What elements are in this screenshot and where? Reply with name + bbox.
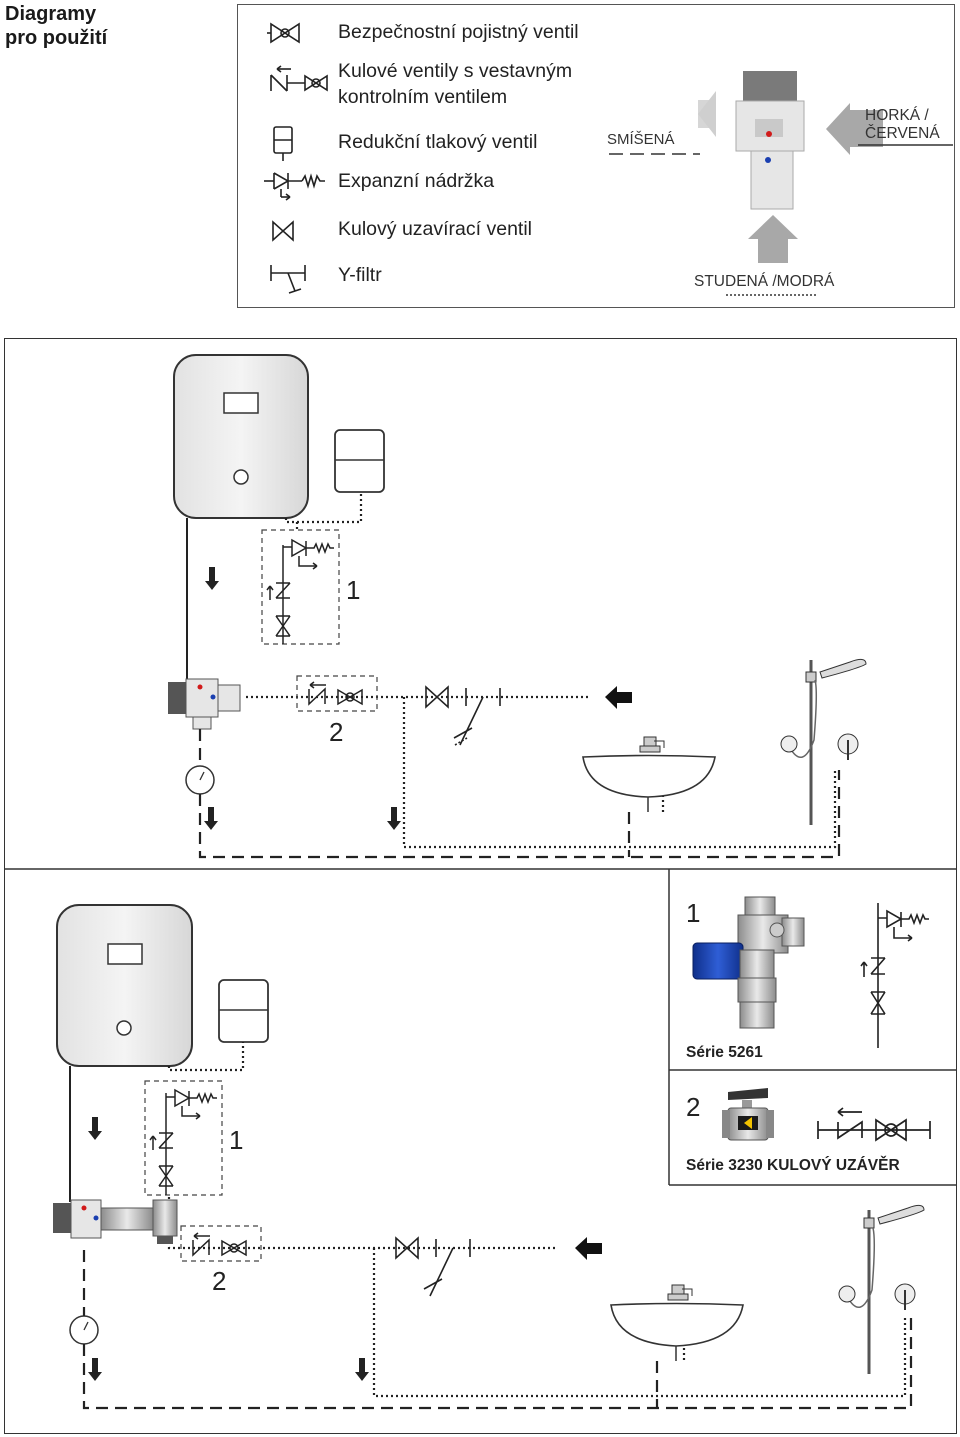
safety-valve-icon: [267, 22, 300, 44]
legend-item-ball-valve-check-2: kontrolním ventilem: [338, 86, 508, 108]
heater-display: [223, 392, 259, 414]
mixing-valve-small: [168, 678, 241, 730]
expansion-tank-icon: [264, 172, 325, 201]
diagram-2: 1 2: [53, 904, 925, 1410]
legend-item-pressure-reducer: Redukční tlakový ventil: [338, 131, 538, 153]
legend-symbols: [264, 22, 953, 296]
diagram2-label-2: 2: [212, 1266, 226, 1296]
legend-item-y-filter: Y-filtr: [338, 264, 382, 286]
diagram1-label-1: 1: [346, 575, 360, 605]
shower-1: [780, 658, 867, 825]
water-heater: [173, 354, 309, 519]
cold-dot: [765, 157, 771, 163]
pressure-gauge-1: [185, 765, 215, 795]
legend-item-ball-valve-check: Kulové ventily s vestavným: [338, 60, 573, 82]
diagram-frame: [4, 338, 957, 1434]
legend-item-shutoff-valve: Kulový uzavírací ventil: [338, 218, 533, 240]
diagram-1: 1 2: [168, 354, 867, 859]
ball-valve-check-icon: [270, 65, 328, 92]
sink-2: [610, 1284, 744, 1361]
detail1-number: 1: [686, 898, 700, 928]
pressure-reducer-icon: [273, 126, 293, 161]
detail2-serie: Série 3230 KULOVÝ UZÁVĚR: [686, 1157, 900, 1174]
mixing-valve-illustration: [609, 71, 953, 296]
expansion-tank: [334, 429, 385, 493]
y-filter-icon: [270, 265, 306, 294]
legend-item-expansion-tank: Expanzní nádržka: [338, 170, 495, 192]
legend-box: Bezpečnostní pojistný ventil Kulové vent…: [237, 4, 955, 308]
diagram2-label-1: 1: [229, 1125, 243, 1155]
flow-arrow: [205, 567, 219, 590]
detail1-serie: Série 5261: [686, 1044, 763, 1061]
safety-group-product: [692, 896, 805, 1029]
mixed-label: SMÍŠENÁ: [607, 131, 675, 148]
pressure-gauge-2: [69, 1315, 99, 1345]
shower-2: [838, 1204, 925, 1374]
expansion-tank-2: [218, 979, 269, 1043]
hot-label: HORKÁ / ČERVENÁ: [865, 107, 940, 143]
detail-1: 1: [686, 896, 929, 1048]
title-line-2: pro použití: [5, 27, 108, 49]
page-title: Diagramy pro použití: [5, 2, 107, 50]
sink-1: [582, 736, 716, 812]
heater-knob: [233, 469, 249, 485]
detail2-number: 2: [686, 1092, 700, 1122]
shutoff-valve-icon: [272, 220, 294, 242]
legend-item-safety-valve: Bezpečnostní pojistný ventil: [338, 21, 579, 43]
ball-valve-product: [722, 1088, 774, 1141]
mixing-valve-fitting-2: [53, 1199, 178, 1244]
water-heater-2: [56, 904, 193, 1067]
hot-label-line-1: HORKÁ /: [865, 107, 929, 124]
hot-label-line-2: ČERVENÁ: [865, 125, 940, 142]
diagram1-label-2: 2: [329, 717, 343, 747]
detail-2: 2: [686, 1088, 931, 1142]
cold-label: STUDENÁ /MODRÁ: [694, 273, 835, 290]
hot-dot: [766, 131, 772, 137]
title-line-1: Diagramy: [5, 3, 97, 25]
